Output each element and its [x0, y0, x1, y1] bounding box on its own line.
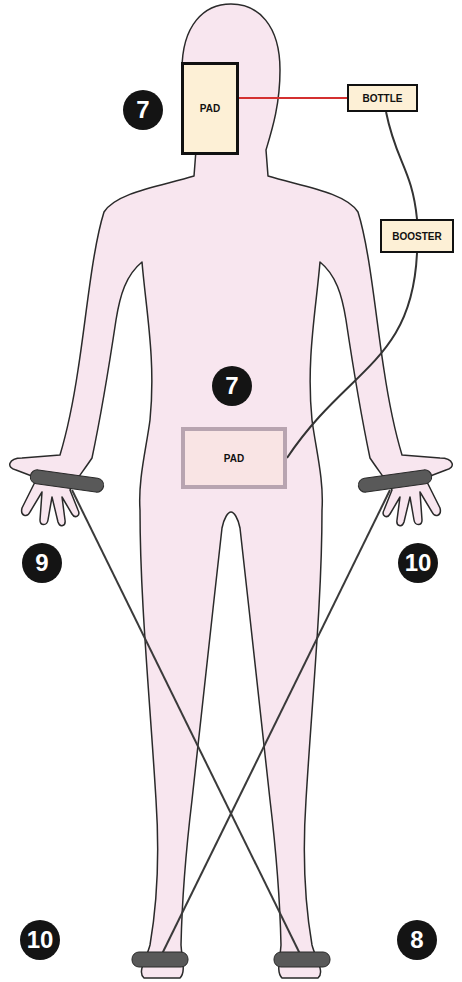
- callout-number: 9: [22, 543, 62, 583]
- red-tube: [239, 97, 347, 99]
- box-label: BOOSTER: [392, 231, 441, 242]
- callout-number: 7: [123, 90, 163, 130]
- callout-number-text: 10: [405, 551, 432, 575]
- callout-number: 7: [212, 366, 252, 406]
- callout-number-text: 7: [136, 98, 149, 122]
- back-pad: PAD: [181, 427, 287, 489]
- body-fill: [10, 4, 453, 978]
- callout-number-text: 9: [35, 551, 48, 575]
- box-label: BOTTLE: [363, 93, 403, 104]
- callout-number-text: 8: [410, 928, 423, 952]
- box-label: PAD: [224, 453, 244, 464]
- callout-number: 10: [20, 920, 60, 960]
- bottle-box: BOTTLE: [347, 84, 418, 112]
- connector-wire: [287, 253, 417, 458]
- neck-pad: PAD: [181, 62, 239, 155]
- booster-box: BOOSTER: [380, 219, 454, 253]
- box-label: PAD: [200, 103, 220, 114]
- wrist-ankle-straps: [29, 469, 432, 967]
- callout-number: 10: [398, 543, 438, 583]
- body-outline: [10, 4, 453, 978]
- callout-number-text: 10: [27, 928, 54, 952]
- connector-wire: [386, 112, 417, 219]
- callout-number-text: 7: [225, 374, 238, 398]
- electrode-wires: [72, 490, 390, 958]
- callout-number: 8: [397, 920, 437, 960]
